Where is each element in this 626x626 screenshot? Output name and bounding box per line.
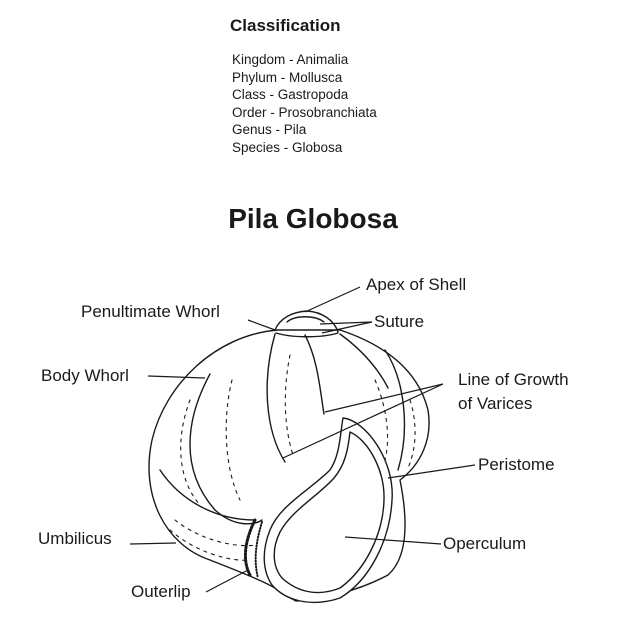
label-body-whorl: Body Whorl bbox=[41, 366, 129, 385]
whorl-band-far bbox=[339, 333, 389, 389]
label-suture: Suture bbox=[374, 312, 425, 331]
classification-title: Classification bbox=[230, 16, 341, 35]
shell-illustration bbox=[148, 310, 430, 604]
leader-lines bbox=[129, 286, 476, 593]
whorl-band-edge bbox=[384, 349, 406, 471]
label-apex: Apex of Shell bbox=[366, 275, 467, 294]
classification-item-genus: Genus - Pila bbox=[232, 122, 307, 138]
classification-item-class: Class - Gastropoda bbox=[232, 87, 349, 103]
umbilicus-area bbox=[243, 518, 257, 577]
label-operculum: Operculum bbox=[443, 534, 527, 553]
classification-item-phylum: Phylum - Mollusca bbox=[232, 69, 343, 85]
whorl-band-right bbox=[304, 334, 325, 415]
apex-tip bbox=[286, 316, 325, 323]
whorl-band-inner bbox=[266, 333, 286, 463]
label-umbilicus: Umbilicus bbox=[38, 529, 112, 548]
label-penultimate-whorl: Penultimate Whorl bbox=[81, 302, 220, 321]
classification-item-species: Species - Globosa bbox=[232, 139, 343, 155]
label-growth-line-2: of Varices bbox=[458, 394, 533, 413]
classification-item-kingdom: Kingdom - Animalia bbox=[232, 52, 349, 67]
apex bbox=[274, 310, 339, 333]
label-peristome: Peristome bbox=[478, 455, 555, 474]
classification-list: Kingdom - Animalia Phylum - Mollusca Cla… bbox=[232, 51, 377, 157]
umbilicus-area-inner bbox=[254, 521, 263, 579]
label-outerlip: Outerlip bbox=[131, 582, 191, 601]
peristome bbox=[263, 417, 393, 604]
label-growth-line-1: Line of Growth bbox=[458, 370, 569, 389]
diagram-title: Pila Globosa bbox=[228, 203, 398, 234]
classification-item-order: Order - Prosobranchiata bbox=[232, 104, 377, 120]
operculum bbox=[273, 431, 385, 594]
whorl-band-left bbox=[189, 373, 263, 525]
suture-line bbox=[275, 332, 339, 338]
whorl-band-lower bbox=[159, 469, 256, 521]
